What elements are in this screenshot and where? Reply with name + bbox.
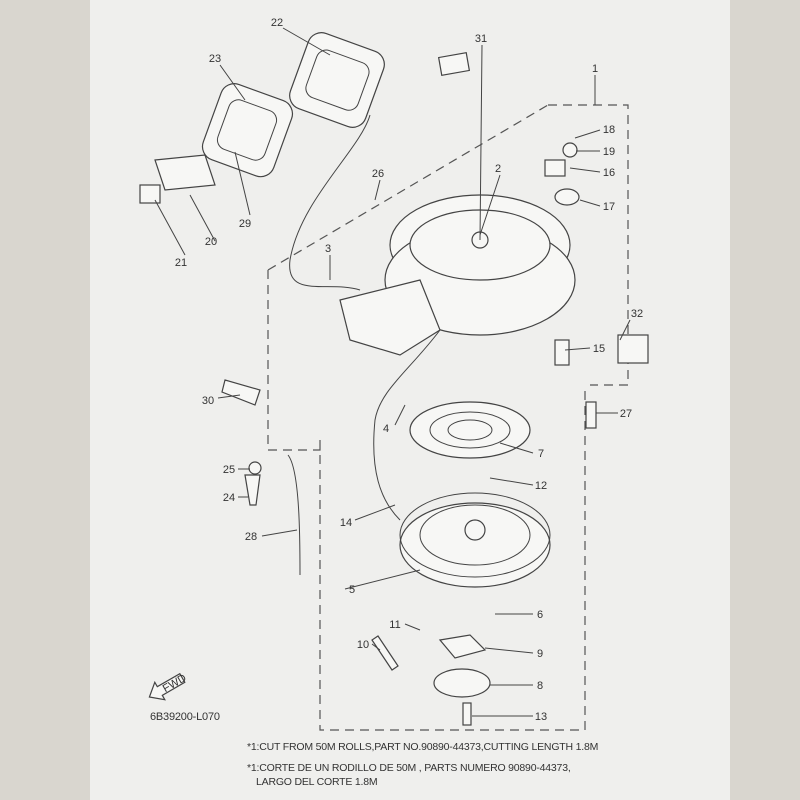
- callout-6: 6: [537, 609, 543, 621]
- callout-9: 9: [537, 648, 543, 660]
- callout-5: 5: [349, 584, 355, 596]
- callout-3: 3: [325, 243, 331, 255]
- fwd-label: FWD: [161, 672, 189, 695]
- callout-31: 31: [475, 33, 487, 45]
- callout-4: 4: [383, 423, 389, 435]
- callout-26: 26: [372, 168, 384, 180]
- drive-plate: [433, 668, 491, 698]
- callout-22: 22: [271, 17, 283, 29]
- handle-grip: [201, 83, 294, 178]
- callout-21: 21: [175, 257, 187, 269]
- callout-32: 32: [631, 308, 643, 320]
- callout-18: 18: [603, 124, 615, 136]
- note-english: *1:CUT FROM 50M ROLLS,PART NO.90890-4437…: [247, 741, 599, 753]
- rope-guide: [154, 154, 216, 191]
- callout-1: 1: [592, 63, 598, 75]
- callout-7: 7: [538, 448, 544, 460]
- drawing-code: 6B39200-L070: [150, 711, 220, 723]
- callout-28: 28: [245, 531, 257, 543]
- label-32: [617, 334, 649, 364]
- callout-27: 27: [620, 408, 632, 420]
- callout-14: 14: [340, 517, 352, 529]
- callout-2: 2: [495, 163, 501, 175]
- starter-rope: [289, 114, 371, 291]
- callout-17: 17: [603, 201, 615, 213]
- callout-30: 30: [202, 395, 214, 407]
- callout-11: 11: [389, 619, 400, 631]
- spiral-spring: [409, 401, 531, 459]
- callout-25: 25: [223, 464, 235, 476]
- starter-handle-bracket: [339, 279, 441, 356]
- callout-10: 10: [357, 639, 369, 651]
- callout-13: 13: [535, 711, 547, 723]
- paper-sheet: [90, 0, 730, 800]
- label-31: [437, 52, 471, 76]
- callout-23: 23: [209, 53, 221, 65]
- note-spanish-cont: LARGO DEL CORTE 1.8M: [256, 776, 378, 788]
- callout-8: 8: [537, 680, 543, 692]
- note-spanish: *1:CORTE DE UN RODILLO DE 50M , PARTS NU…: [247, 762, 571, 774]
- callout-20: 20: [205, 236, 217, 248]
- starter-handle: [289, 32, 385, 128]
- callout-12: 12: [535, 480, 547, 492]
- callout-29: 29: [239, 218, 251, 230]
- bracket-15: [554, 339, 570, 366]
- fwd-arrow-icon: FWD: [148, 672, 189, 701]
- callout-24: 24: [223, 492, 235, 504]
- callout-15: 15: [593, 343, 605, 355]
- callout-16: 16: [603, 167, 615, 179]
- callout-19: 19: [603, 146, 615, 158]
- sheave-drum: [399, 502, 551, 588]
